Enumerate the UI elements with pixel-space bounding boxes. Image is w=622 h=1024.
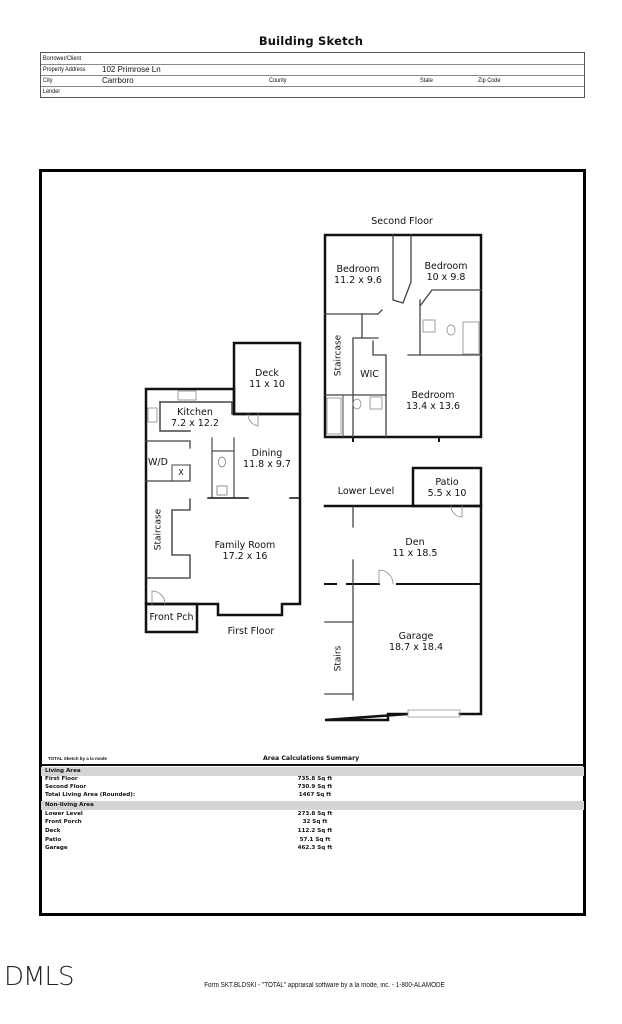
deck-outline [232, 341, 302, 416]
lender-row: Lender [41, 86, 584, 97]
nonliving-area-header-band [41, 801, 584, 810]
living-area-header: Living Area [45, 768, 81, 774]
summary-row: Front Porch 32 Sq ft [45, 819, 328, 825]
room-kitchen: Kitchen 7.2 x 12.2 [171, 407, 219, 429]
address-value: 102 Primrose Ln [102, 65, 161, 74]
county-label: County [269, 77, 287, 84]
first-floor-label: First Floor [227, 626, 275, 637]
summary-row: Deck 112.2 Sq ft [45, 828, 333, 834]
page-title: Building Sketch [258, 34, 364, 48]
nonliving-area-header: Non-living Area [45, 802, 94, 808]
room-front-porch: Front Pch [149, 612, 194, 623]
living-area-header-band [41, 767, 584, 776]
room-dining: Dining 11.8 x 9.7 [243, 448, 291, 470]
room-bedroom-2: Bedroom 10 x 9.8 [424, 261, 468, 283]
borrower-row: Borrower/Client [41, 53, 584, 65]
zip-label: Zip Code [478, 77, 501, 84]
room-den: Den 11 x 18.5 [392, 537, 438, 559]
city-row: City Carrboro County State Zip Code [41, 75, 584, 87]
software-note: TOTAL Sketch by a la mode [48, 756, 108, 761]
room-garage: Garage 18.7 x 18.4 [389, 631, 443, 653]
room-bedroom-1: Bedroom 11.2 x 9.6 [334, 264, 382, 286]
form-footer-text: Form SKT.BLDSKI - "TOTAL" appraisal soft… [204, 982, 445, 989]
room-patio: Patio 5.5 x 10 [427, 477, 467, 499]
room-deck: Deck 11 x 10 [249, 368, 285, 390]
summary-row: Garage 462.3 Sq ft [45, 845, 333, 851]
borrower-label: Borrower/Client [43, 55, 82, 62]
room-family: Family Room 17.2 x 16 [214, 540, 276, 562]
front-porch-outline [144, 602, 199, 634]
second-floor-label: Second Floor [371, 216, 433, 227]
address-label: Property Address [43, 66, 86, 73]
room-wd: W/D [148, 457, 168, 468]
room-staircase-first: Staircase [153, 508, 164, 551]
city-label: City [43, 77, 53, 84]
summary-row: First Floor 735.8 Sq ft [45, 776, 333, 782]
room-stairs: Stairs [333, 645, 344, 672]
city-value: Carrboro [102, 76, 134, 85]
summary-divider [41, 764, 584, 766]
sketch-frame [39, 169, 586, 916]
summary-row-total: Total Living Area (Rounded): 1467 Sq ft [45, 792, 332, 798]
room-staircase-second: Staircase [333, 334, 344, 377]
state-label: State [420, 77, 433, 84]
summary-row: Second Floor 730.9 Sq ft [45, 784, 333, 790]
dmls-logo: DMLS [4, 962, 74, 992]
summary-title: Area Calculations Summary [263, 755, 360, 762]
property-info-table: Borrower/Client Property Address 102 Pri… [40, 52, 585, 98]
summary-row: Lower Level 273.8 Sq ft [45, 811, 333, 817]
address-row: Property Address 102 Primrose Ln [41, 64, 584, 76]
room-wic: WIC [360, 369, 379, 380]
summary-row: Patio 57.1 Sq ft [45, 837, 331, 843]
lender-label: Lender [43, 88, 61, 95]
room-bedroom-3: Bedroom 13.4 x 13.6 [406, 390, 460, 412]
second-floor-outline [323, 233, 483, 439]
lower-level-label: Lower Level [337, 486, 395, 497]
patio-outline [411, 466, 483, 508]
lower-level-outline [323, 504, 483, 722]
room-x: X [178, 468, 184, 477]
